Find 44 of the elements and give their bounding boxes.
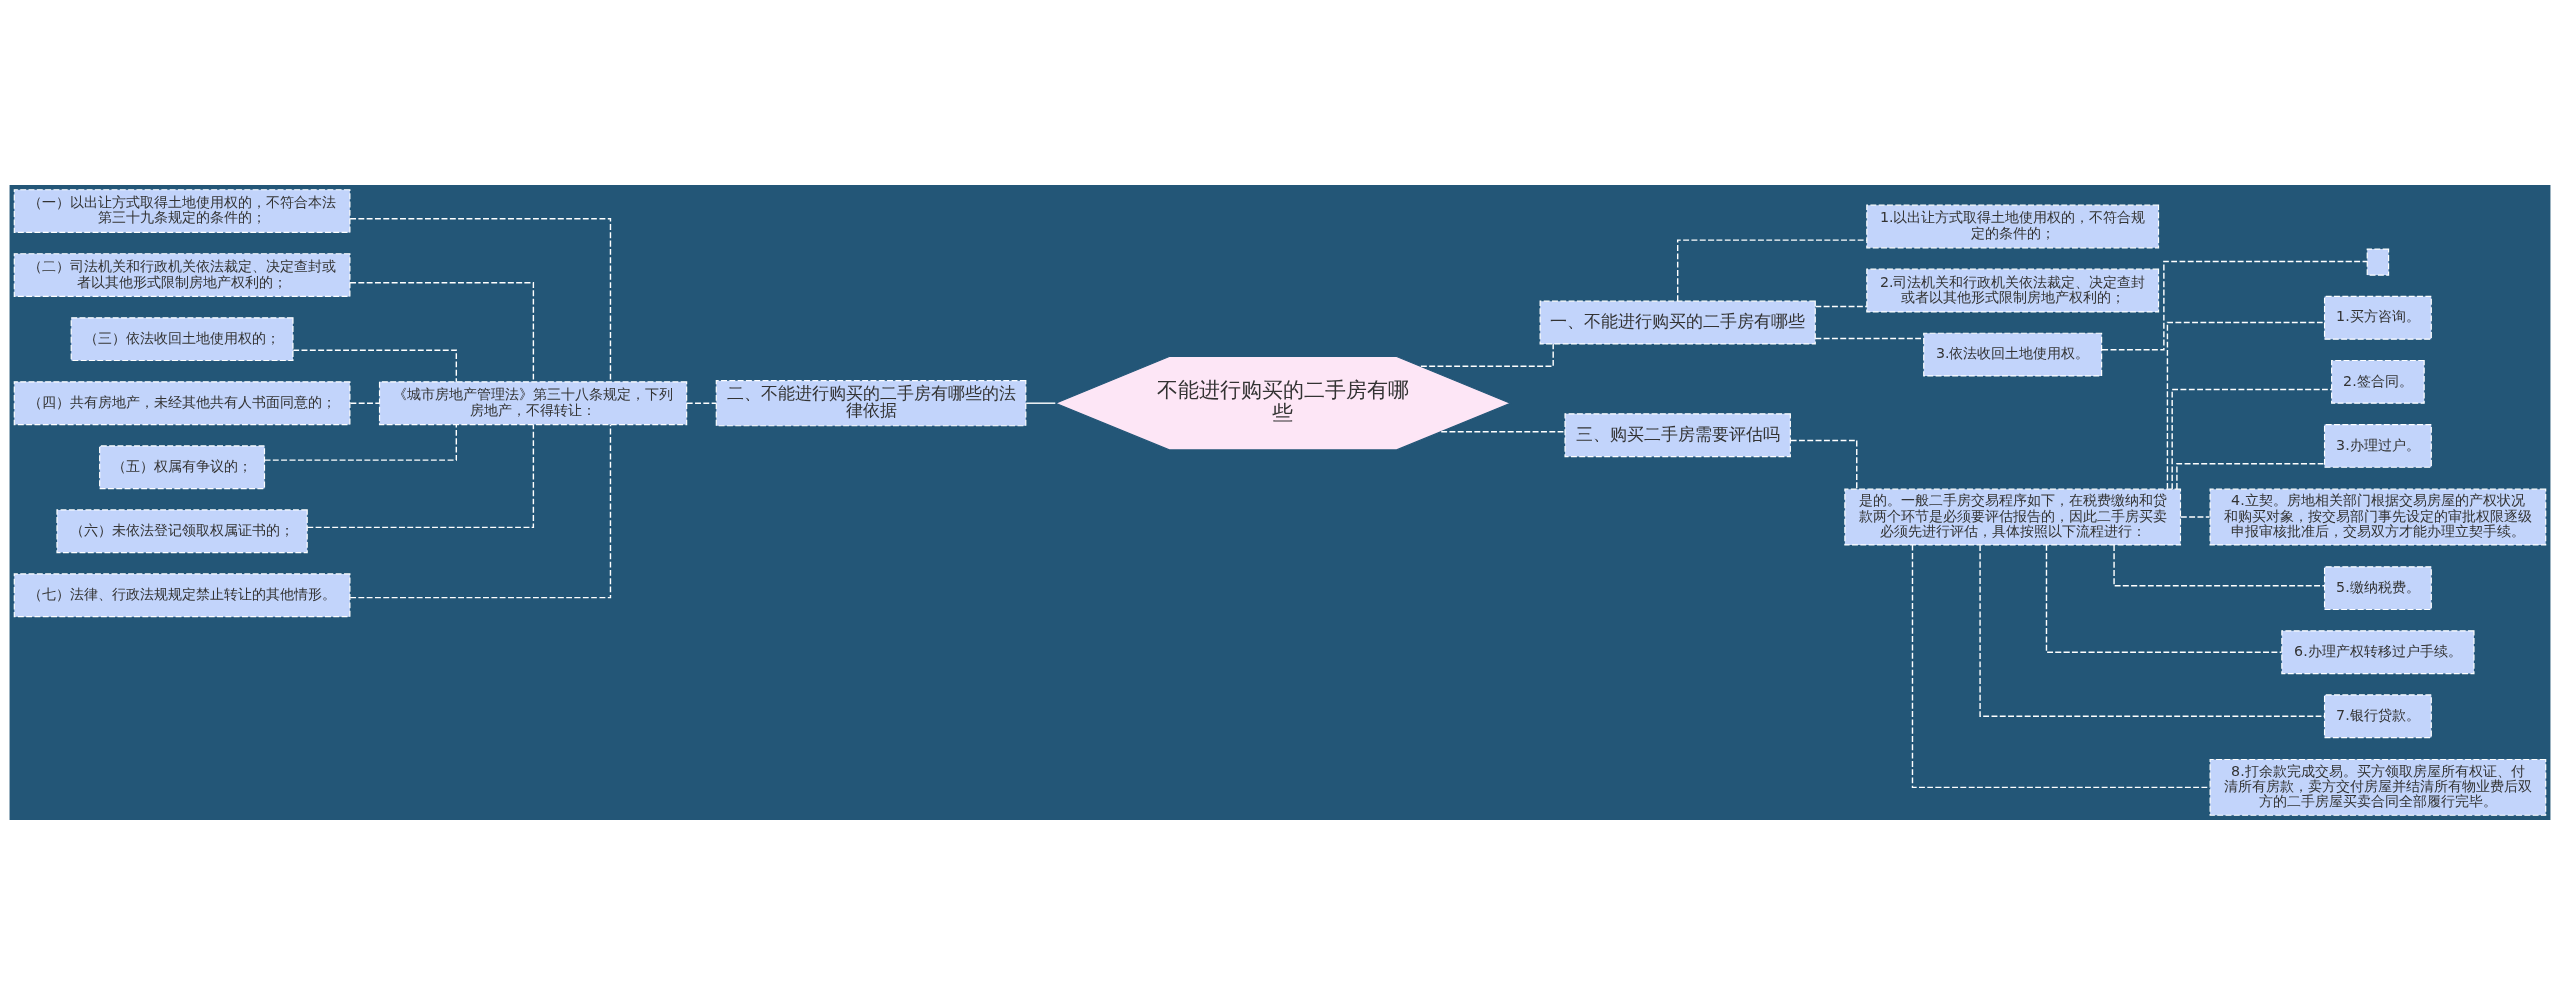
connector [2171,388,2332,490]
connector [264,424,457,461]
connector [2101,260,2368,351]
node-box: 二、不能进行购买的二手房有哪些的法律依据 [715,380,1027,427]
node-box: （四）共有房地产，未经其他共有人书面同意的； [13,381,351,426]
node-box: 5.缴纳税费。 [2323,566,2432,611]
connector [2180,516,2211,518]
connector [686,402,717,404]
node-box: 一、不能进行购买的二手房有哪些 [1539,300,1816,345]
connector [306,424,535,529]
node-box: 6.办理产权转移过户手续。 [2281,630,2475,675]
node-box [2366,248,2390,276]
connector [2113,544,2326,587]
node-box: （二）司法机关和行政机关依法裁定、决定查封或者以其他形式限制房地产权利的； [13,253,351,298]
connector [1789,439,1858,490]
node-box: （一）以出让方式取得土地使用权的，不符合本法第三十九条规定的条件的； [13,189,351,234]
connector [2045,544,2283,653]
connector [349,424,612,599]
node-box: 1.以出让方式取得土地使用权的，不符合规定的条件的； [1866,204,2160,249]
connector [1440,431,1566,433]
node-box: 1.买方咨询。 [2323,295,2432,340]
node-box: 是的。一般二手房交易程序如下，在税费缴纳和贷款两个环节是必须要评估报告的，因此二手房买卖必须先进行评估，具体按照以下流程进行： [1844,488,2182,546]
node-box: 3.依法收回土地使用权。 [1923,332,2103,377]
node-box: 2.签合同。 [2331,359,2425,404]
node-box: 4.立契。房地相关部门根据交易房屋的产权状况和购买对象，按交易部门事先设定的审批权限逐级申报审核批准后，交易双方才能办理立契手续。 [2209,488,2547,546]
connector [349,402,381,404]
connector [2176,462,2325,490]
node-box: （六）未依法登记领取权属证书的； [56,509,308,554]
connector [292,349,457,383]
connector [1677,239,1868,302]
node-box: 7.银行贷款。 [2323,694,2432,739]
node-box: 2.司法机关和行政机关依法裁定、决定查封或者以其他形式限制房地产权利的； [1866,268,2160,313]
connector [1025,402,1056,404]
connector [1979,544,2325,717]
node-box: 三、购买二手房需要评估吗 [1564,413,1791,458]
connector [349,218,612,383]
node-box: 3.办理过户。 [2323,423,2432,468]
node-box: （三）依法收回土地使用权的； [70,317,294,362]
node-box: 8.打余款完成交易。买方领取房屋所有权证、付清所有房款，卖方交付房屋并结清所有物业费后双方的二手房屋买卖合同全部履行完毕。 [2209,758,2547,816]
connector [1814,305,1868,308]
node-box: 《城市房地产管理法》第三十八条规定，下列房地产，不得转让： [378,381,688,426]
node-box: （五）权属有争议的； [99,445,266,490]
connector [2166,321,2325,490]
node-box: （七）法律、行政法规规定禁止转让的其他情形。 [13,573,351,618]
